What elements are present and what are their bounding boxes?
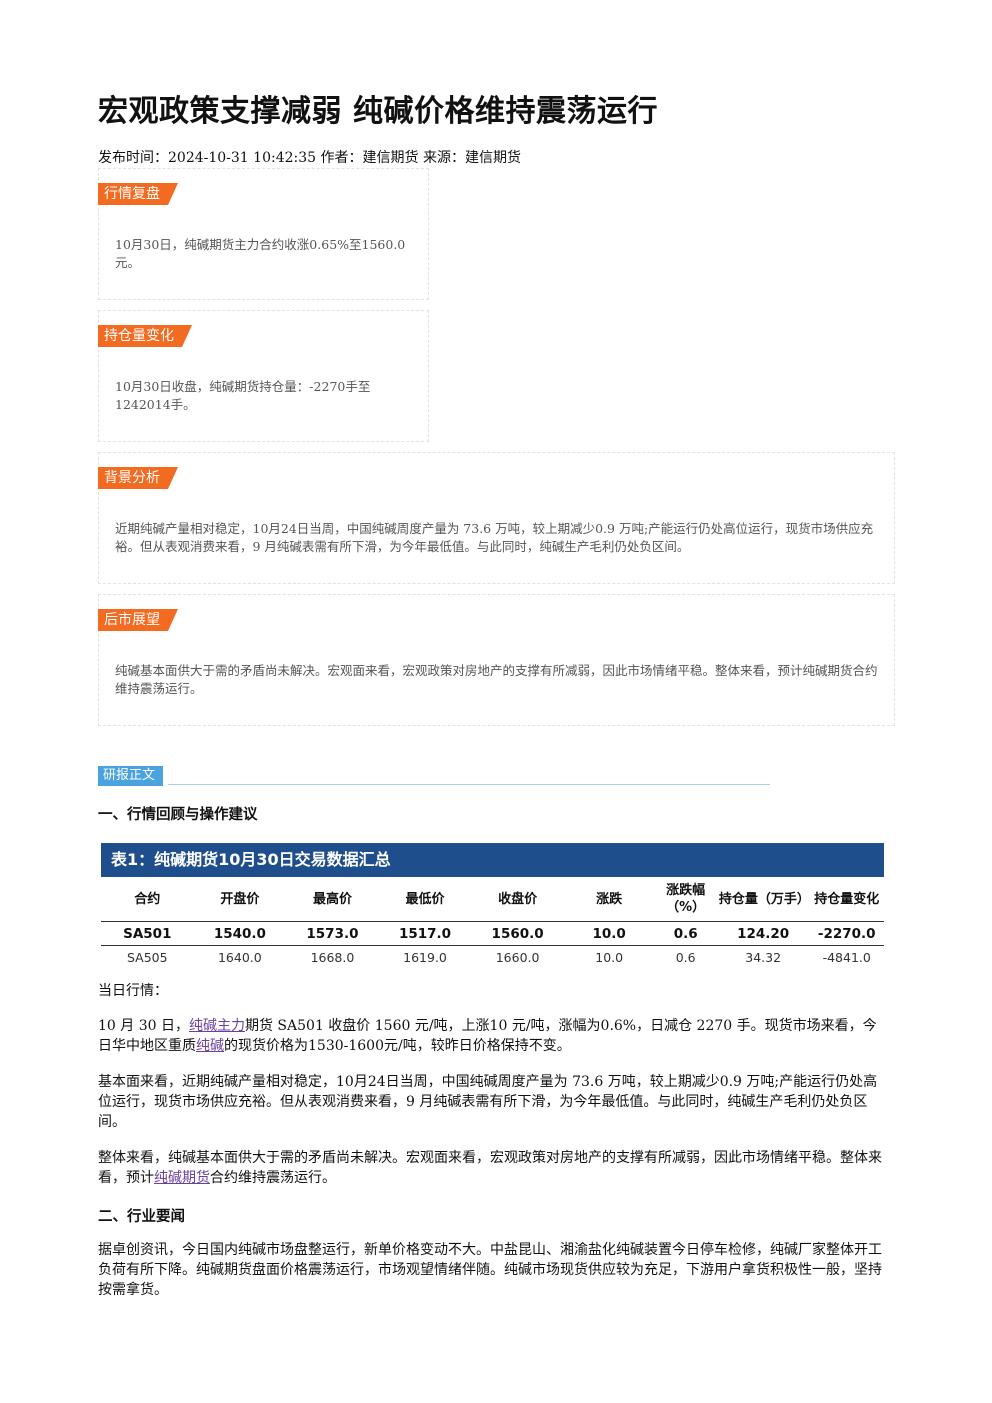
review-tag: 行情复盘 xyxy=(98,183,178,205)
paragraph-fundamentals: 基本面来看，近期纯碱产量相对稳定，10月24日当周，中国纯碱周度产量为 73.6… xyxy=(98,1074,878,1130)
col-change-pct: 涨跌幅（%） xyxy=(666,883,706,915)
background-tag: 背景分析 xyxy=(98,467,178,489)
position-text: 10月30日收盘，纯碱期货持仓量：-2270手至1242014手。 xyxy=(115,379,371,412)
background-box: 背景分析 近期纯碱产量相对稳定，10月24日当周，中国纯碱周度产量为 73.6 … xyxy=(98,452,895,584)
paragraph-daily-market: 10 月 30 日，纯碱主力期货 SA501 收盘价 1560 元/吨，上涨10… xyxy=(98,1016,888,1056)
col-oi-change: 持仓量变化 xyxy=(814,891,880,907)
text-span: 整体来看，纯碱基本面供大于需的矛盾尚未解决。宏观面来看，宏观政策对房地产的支撑有… xyxy=(98,1150,882,1186)
outlook-tag: 后市展望 xyxy=(98,609,178,631)
text-span: 合约维持震荡运行。 xyxy=(210,1170,336,1186)
table-cell: 1517.0 xyxy=(378,921,472,946)
soda-ash-futures-link[interactable]: 纯碱期货 xyxy=(154,1170,210,1186)
article-title: 宏观政策支撑减弱 纯碱价格维持震荡运行 xyxy=(98,94,658,129)
table-cell: 1660.0 xyxy=(495,950,540,965)
report-divider xyxy=(168,784,770,785)
table-cell: 1540.0 xyxy=(193,921,287,946)
soda-ash-main-link[interactable]: 纯碱主力 xyxy=(188,1018,245,1034)
col-open: 开盘价 xyxy=(220,891,260,907)
table-row: SA501 1540.0 1573.0 1517.0 1560.0 10.0 0… xyxy=(101,921,884,946)
text-span: 期货 SA501 收盘价 1560 元/吨，上涨10 元/吨，涨幅为0.6%，日… xyxy=(98,1018,877,1054)
section-heading-1: 一、行情回顾与操作建议 xyxy=(98,807,258,823)
outlook-text: 纯碱基本面供大于需的矛盾尚未解决。宏观面来看，宏观政策对房地产的支撑有所减弱，因… xyxy=(115,663,878,696)
background-text: 近期纯碱产量相对稳定，10月24日当周，中国纯碱周度产量为 73.6 万吨，较上… xyxy=(115,521,874,554)
trading-data-table: 表1：纯碱期货10月30日交易数据汇总 合约 开盘价 最高价 最低价 收盘价 涨… xyxy=(101,843,884,969)
section-heading-2: 二、行业要闻 xyxy=(98,1209,185,1225)
table-row: SA505 1640.0 1668.0 1619.0 1660.0 10.0 0… xyxy=(101,946,884,970)
table-cell: -4841.0 xyxy=(822,950,871,965)
table-cell: 1560.0 xyxy=(471,921,564,946)
position-box: 持仓量变化 10月30日收盘，纯碱期货持仓量：-2270手至1242014手。 xyxy=(98,310,429,442)
table-cell: 10.0 xyxy=(563,921,655,946)
table-cell: 10.0 xyxy=(595,950,624,965)
col-low: 最低价 xyxy=(405,891,445,907)
text-span: 10 月 30 日， xyxy=(98,1018,189,1034)
table-cell: SA505 xyxy=(127,950,168,965)
table-cell: 1619.0 xyxy=(403,950,447,965)
outlook-box: 后市展望 纯碱基本面供大于需的矛盾尚未解决。宏观面来看，宏观政策对房地产的支撑有… xyxy=(98,594,895,726)
table-title: 表1：纯碱期货10月30日交易数据汇总 xyxy=(101,843,884,877)
review-box: 行情复盘 10月30日，纯碱期货主力合约收涨0.65%至1560.0元。 xyxy=(98,168,429,300)
table-cell: 0.6 xyxy=(675,950,696,965)
paragraph-industry-news: 据卓创资讯，今日国内纯碱市场盘整运行，新单价格变动不大。中盐昆山、湘渝盐化纯碱装… xyxy=(98,1242,882,1298)
table-cell: -2270.0 xyxy=(809,921,884,946)
table-header-row: 合约 开盘价 最高价 最低价 收盘价 涨跌 涨跌幅（%） 持仓量（万手） 持仓量… xyxy=(101,877,884,922)
table-cell: SA501 xyxy=(101,921,194,946)
col-open-interest: 持仓量（万手） xyxy=(718,891,810,907)
text-span: 的现货价格为1530-1600元/吨，较昨日价格保持不变。 xyxy=(224,1038,571,1054)
col-high: 最高价 xyxy=(312,891,352,907)
daily-market-label: 当日行情： xyxy=(98,983,168,999)
table-cell: 1668.0 xyxy=(310,950,355,965)
report-body-tag: 研报正文 xyxy=(98,766,164,786)
table-cell: 34.32 xyxy=(745,950,782,965)
table-cell: 1573.0 xyxy=(286,921,379,946)
col-change: 涨跌 xyxy=(596,891,623,907)
paragraph-outlook: 整体来看，纯碱基本面供大于需的矛盾尚未解决。宏观面来看，宏观政策对房地产的支撑有… xyxy=(98,1148,888,1188)
col-close: 收盘价 xyxy=(498,891,538,907)
table-cell: 124.20 xyxy=(716,921,810,946)
table-cell: 0.6 xyxy=(654,921,717,946)
soda-ash-link[interactable]: 纯碱 xyxy=(196,1038,224,1054)
table-cell: 1640.0 xyxy=(217,950,262,965)
article-meta: 发布时间：2024-10-31 10:42:35 作者：建信期货 来源：建信期货 xyxy=(98,150,521,166)
col-contract: 合约 xyxy=(134,891,161,907)
review-text: 10月30日，纯碱期货主力合约收涨0.65%至1560.0元。 xyxy=(115,237,406,270)
position-tag: 持仓量变化 xyxy=(98,325,192,347)
